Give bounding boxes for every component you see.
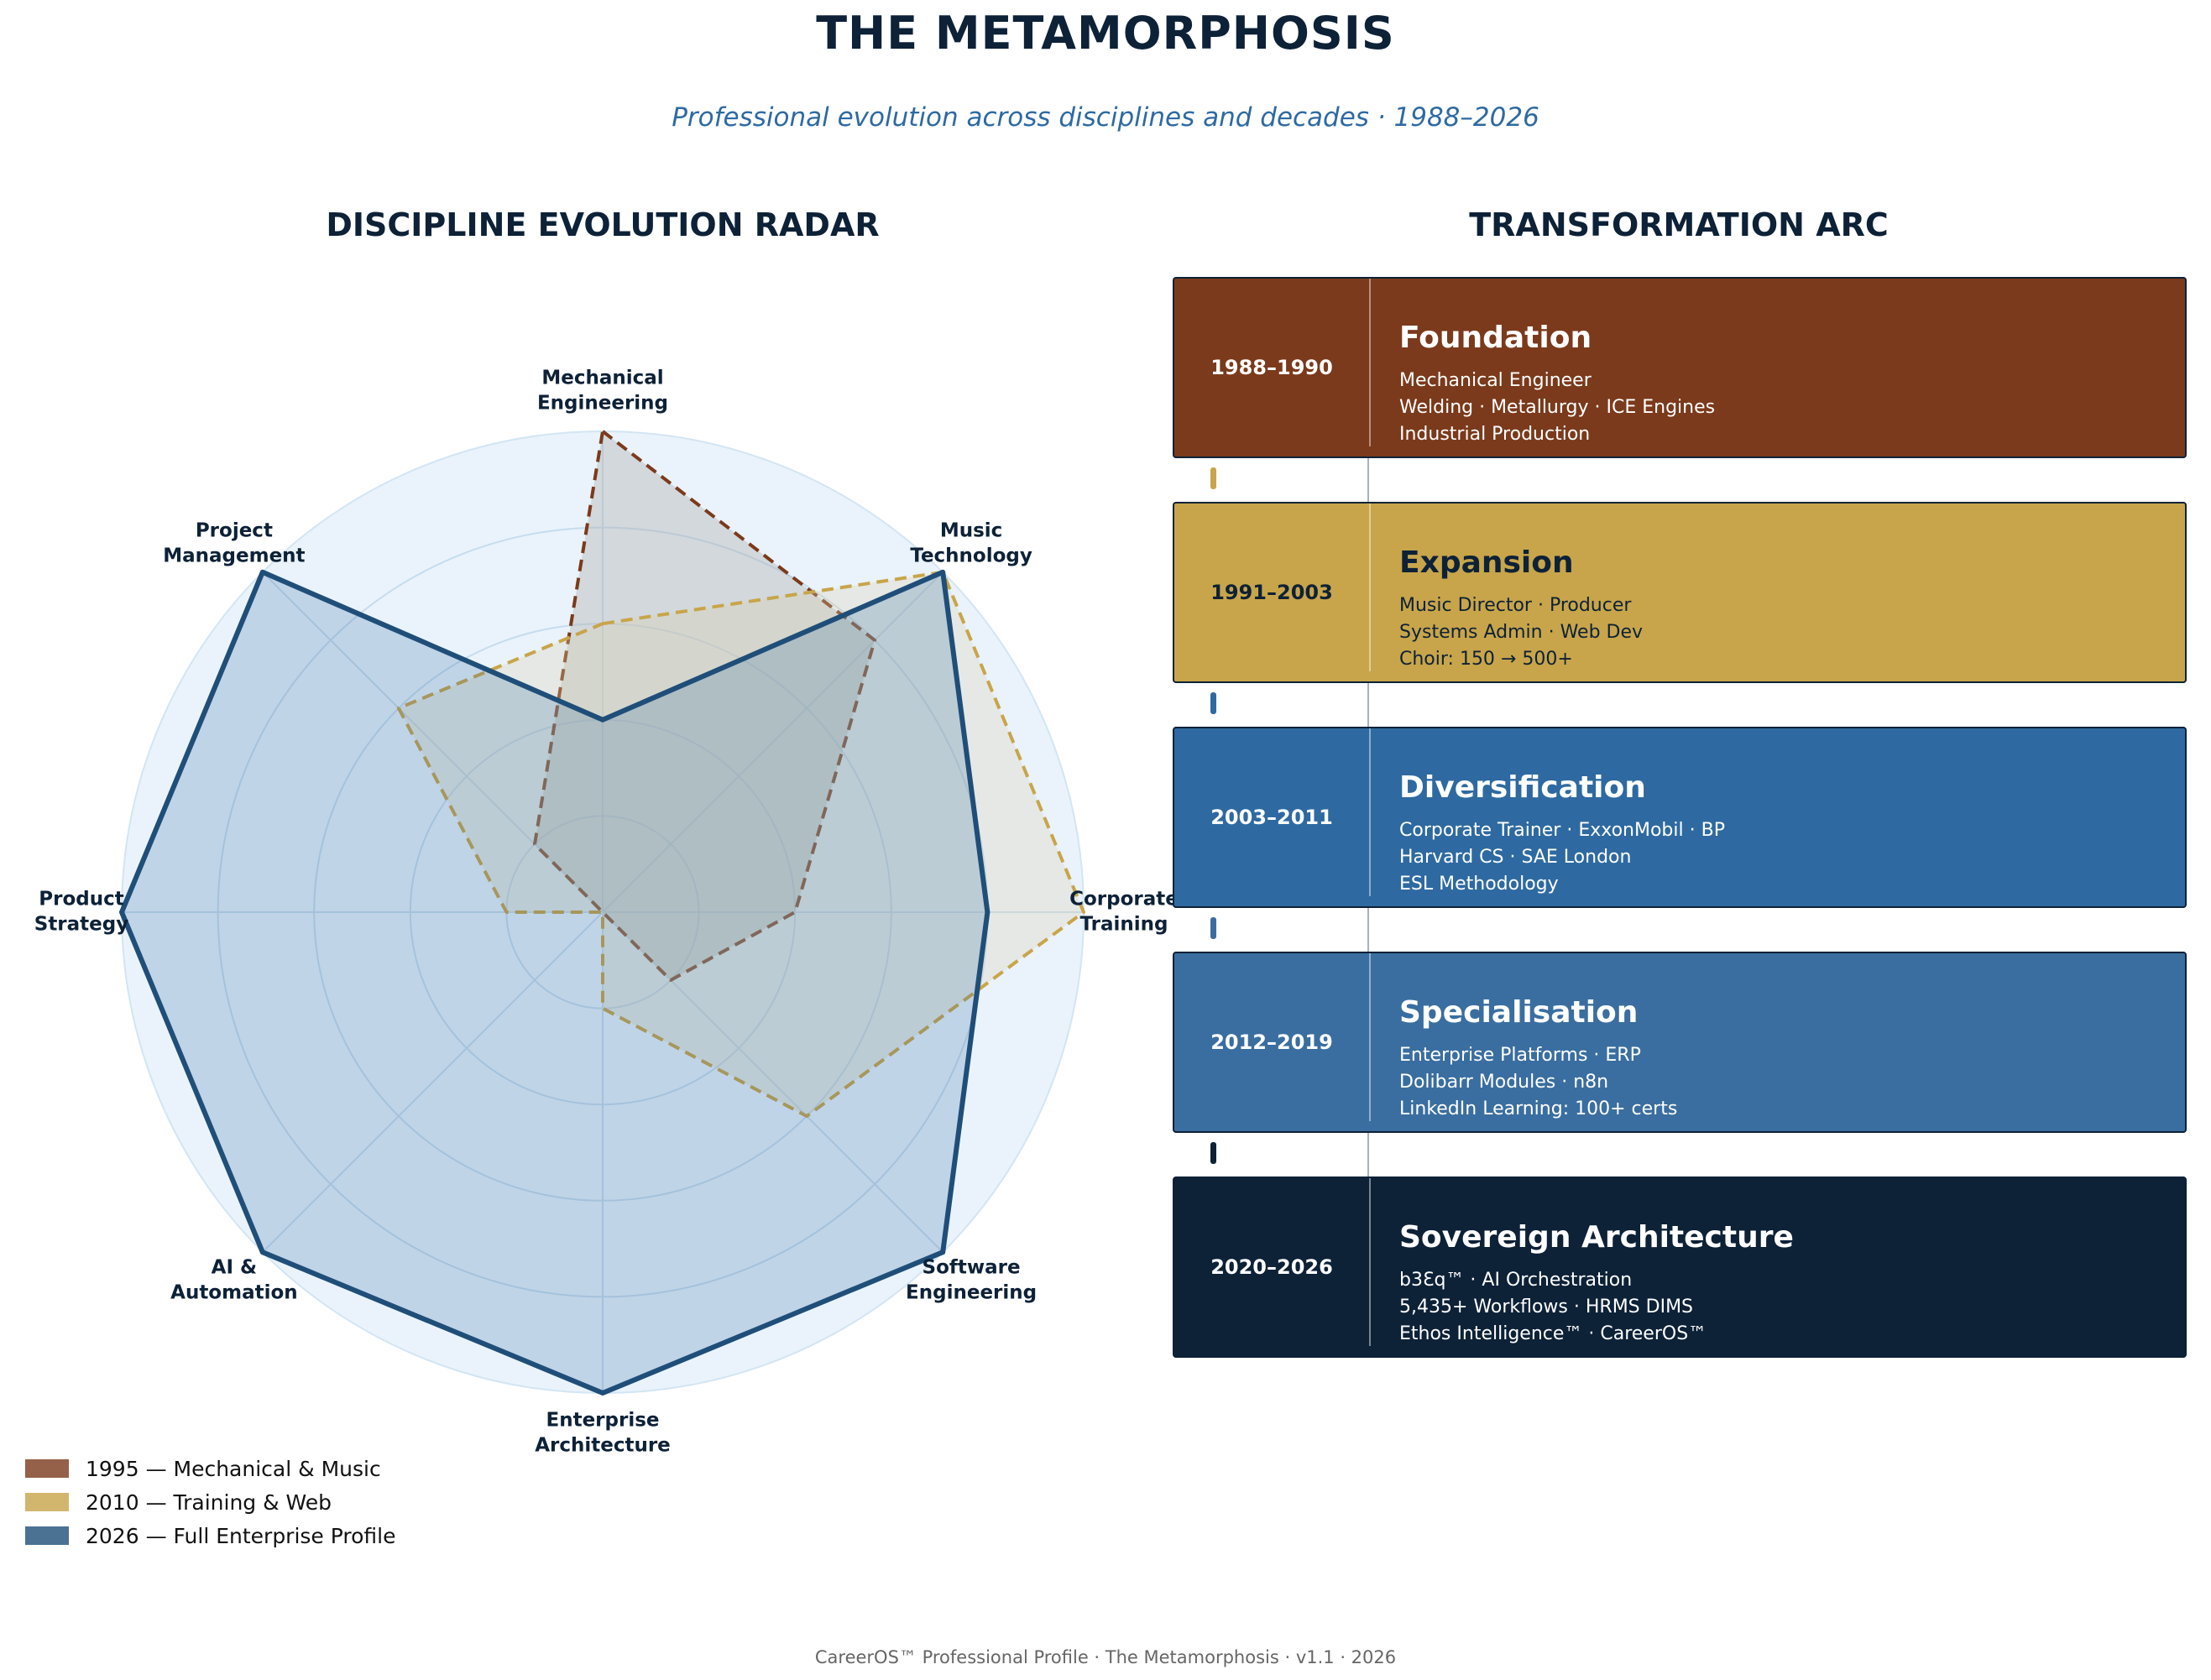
stage-years: 2003–2011 <box>1210 806 1333 829</box>
stage-detail-line: Choir: 150 → 500+ <box>1399 649 1573 670</box>
legend-swatch <box>25 1526 69 1545</box>
stage-detail-line: LinkedIn Learning: 100+ certs <box>1399 1098 1678 1119</box>
stage-years: 2020–2026 <box>1210 1255 1333 1279</box>
radar-axis-label: Mechanical <box>541 368 663 389</box>
stage-detail-line: Mechanical Engineer <box>1399 370 1592 391</box>
radar-axis-label: Management <box>163 545 305 566</box>
stage-link-line <box>1367 1133 1369 1177</box>
radar-panel-title: DISCIPLINE EVOLUTION RADAR <box>326 206 880 243</box>
radar-legend: 1995 — Mechanical & Music 2010 — Training… <box>25 1452 396 1552</box>
stage-detail-line: Welding · Metallurgy · ICE Engines <box>1399 397 1716 418</box>
radar-series-3 <box>119 569 991 1396</box>
stage-detail-line: Dolibarr Modules · n8n <box>1399 1072 1609 1093</box>
legend-label: 1995 — Mechanical & Music <box>86 1456 381 1481</box>
radar-chart: MechanicalEngineeringMusicTechnologyCorp… <box>34 368 1175 1457</box>
stage-divider <box>1369 728 1371 896</box>
stage-detail-line: Music Director · Producer <box>1399 595 1632 616</box>
radar-axis-label: Engineering <box>537 393 668 415</box>
arc-panel-title: TRANSFORMATION ARC <box>1469 206 1889 243</box>
stage-divider <box>1369 503 1371 671</box>
legend-label: 2026 — Full Enterprise Profile <box>86 1523 396 1548</box>
legend-swatch <box>25 1459 69 1478</box>
stage-detail-line: Enterprise Platforms · ERP <box>1399 1045 1641 1066</box>
radar-axis-label: Training <box>1079 914 1168 936</box>
radar-axis-label: Enterprise <box>546 1410 659 1432</box>
stage-detail-line: 5,435+ Workflows · HRMS DIMS <box>1399 1297 1694 1317</box>
stage-detail-line: Ethos Intelligence™ · CareerOS™ <box>1399 1323 1707 1344</box>
radar-axis-label: Architecture <box>535 1435 671 1457</box>
stage-details: Enterprise Platforms · ERP Dolibarr Modul… <box>1399 1042 1677 1123</box>
stage-connector <box>1210 1142 1216 1164</box>
radar-axis-label: Corporate <box>1069 889 1175 910</box>
stage-divider <box>1369 953 1371 1121</box>
stage-connector <box>1210 692 1216 714</box>
stage-link-line <box>1367 908 1369 952</box>
legend-item: 1995 — Mechanical & Music <box>25 1452 396 1485</box>
radar-spoke <box>262 911 604 1253</box>
stage-detail-line: Industrial Production <box>1399 424 1591 445</box>
page-title: THE METAMORPHOSIS <box>816 7 1395 60</box>
stage-card: 2020–2026 Sovereign Architecture b3Ɛq™ · A… <box>1173 1177 2187 1358</box>
stage-details: Corporate Trainer · ExxonMobil · BP Harva… <box>1399 817 1725 898</box>
radar-axis-label: Software <box>923 1257 1021 1279</box>
radar-axis-label: AI & <box>212 1257 257 1279</box>
radar-series-1 <box>533 430 877 982</box>
stage-name: Specialisation <box>1399 995 1639 1030</box>
stage-link-line <box>1367 683 1369 727</box>
stage-link-line <box>1367 458 1369 502</box>
radar-axis-label: Technology <box>910 545 1032 566</box>
stage-connector <box>1210 917 1216 939</box>
stage-detail-line: ESL Methodology <box>1399 874 1559 895</box>
radar-spoke <box>602 571 943 913</box>
stage-divider <box>1369 1178 1371 1346</box>
legend-item: 2026 — Full Enterprise Profile <box>25 1519 396 1552</box>
stage-name: Foundation <box>1399 321 1592 355</box>
radar-axis-label: Engineering <box>906 1282 1037 1304</box>
radar-axis-label: Music <box>940 519 1002 541</box>
stage-connector <box>1210 467 1216 489</box>
radar-axis-label: Product <box>39 889 123 910</box>
legend-label: 2010 — Training & Web <box>86 1490 332 1515</box>
stage-detail-line: Corporate Trainer · ExxonMobil · BP <box>1399 820 1725 841</box>
stage-name: Diversification <box>1399 770 1646 805</box>
stage-detail-line: b3Ɛq™ · AI Orchestration <box>1399 1270 1633 1291</box>
footer: CareerOS™ Professional Profile · The Met… <box>814 1647 1397 1667</box>
legend-swatch <box>25 1493 69 1511</box>
stage-detail-line: Systems Admin · Web Dev <box>1399 622 1644 643</box>
stage-detail-line: Harvard CS · SAE London <box>1399 847 1632 868</box>
stage-name: Expansion <box>1399 545 1574 580</box>
radar-axis-label: Automation <box>170 1282 298 1304</box>
radar-axis-label: Strategy <box>34 914 128 936</box>
radar-axis-label: Project <box>196 519 273 541</box>
stage-divider <box>1369 279 1371 446</box>
stage-years: 2012–2019 <box>1210 1030 1333 1054</box>
stage-years: 1988–1990 <box>1210 356 1333 379</box>
stage-name: Sovereign Architecture <box>1399 1220 1794 1255</box>
page-subtitle: Professional evolution across discipline… <box>672 102 1539 133</box>
stage-years: 1991–2003 <box>1210 581 1333 604</box>
legend-item: 2010 — Training & Web <box>25 1485 396 1519</box>
stage-details: b3Ɛq™ · AI Orchestration 5,435+ Workflows… <box>1399 1267 1707 1348</box>
